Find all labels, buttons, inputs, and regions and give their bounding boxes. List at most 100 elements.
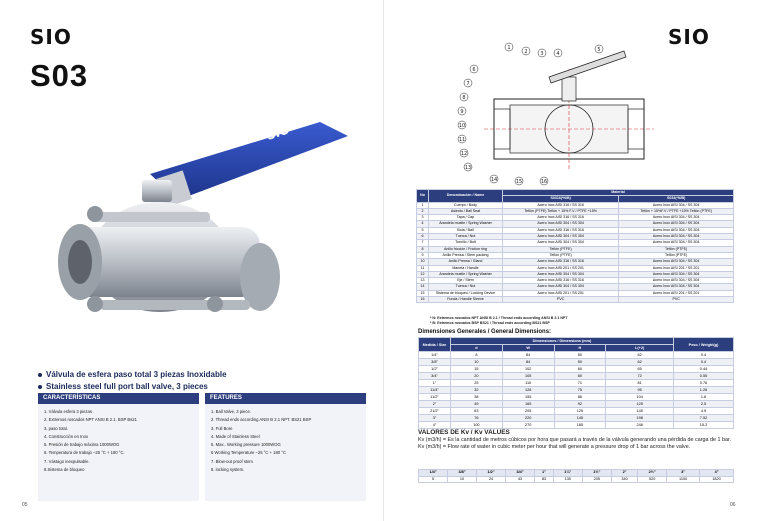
features-es-panel: CARACTERÍSTICAS 1. Válvula esfera 3 piez… bbox=[38, 393, 199, 501]
dim-cell: 10 bbox=[450, 358, 503, 366]
mat-cell-316: Acero Inox AISI 304 / SS 304 bbox=[501, 233, 620, 241]
dim-cell: 21/2" bbox=[418, 407, 451, 415]
mat-cell-304: Acero Inox AISI 304 / SS 304 bbox=[618, 220, 734, 228]
mat-cell-304: Acero Inox AISI 304 / SS 304 bbox=[618, 258, 734, 266]
callout-number: 12 bbox=[461, 151, 467, 157]
feature-en-item: 4. Made of Stainless Steel bbox=[211, 433, 260, 439]
mat-cell-316: Acero Inox AISI 304 / SS 304 bbox=[501, 270, 620, 279]
dim-cell: 110 bbox=[501, 379, 555, 387]
dim-cell: 49 bbox=[450, 400, 503, 408]
dim-cell: 0.44 bbox=[673, 365, 734, 373]
callout-circle bbox=[459, 148, 469, 158]
mat-cell-no: 16 bbox=[416, 296, 429, 304]
dim-cell: 0.76 bbox=[673, 379, 734, 387]
kv-desc-en: Kv (m3/h) = Flow rate of water in cubic … bbox=[418, 443, 691, 450]
bullet-en: Stainless steel full port ball valve, 3 … bbox=[38, 381, 227, 393]
callout-number: 13 bbox=[465, 165, 471, 171]
kv-desc-es: Kv (m3/h) = Es la cantidad de metros cúb… bbox=[418, 437, 731, 443]
dim-cell: 1.6 bbox=[673, 393, 734, 401]
dim-cell: 205 bbox=[501, 407, 555, 415]
mat-cell-316: Acero Inox AISI 316 / SS 316 bbox=[501, 258, 620, 266]
feature-es-item: 4. Construcción en Inox bbox=[44, 433, 88, 439]
mat-cell-316: Acero Inox AISI 201 / SS 201 bbox=[501, 289, 620, 298]
callout-circle bbox=[594, 44, 604, 54]
feature-en-item: 5. Max.. Working pressure 1000WOG bbox=[211, 442, 281, 448]
callout-circle bbox=[457, 120, 467, 130]
dim-cell: 126 bbox=[501, 386, 555, 394]
callout-circle bbox=[489, 174, 499, 184]
feature-en-item: 3. Full Bore bbox=[211, 425, 233, 431]
product-bullets: Válvula de esfera paso total 3 piezas In… bbox=[38, 369, 227, 393]
mat-header-name: Denominación / Name bbox=[428, 189, 503, 203]
kv-title: VALORES DE Kv / Kv VALUES bbox=[418, 429, 510, 436]
callout-circle bbox=[463, 162, 473, 172]
kv-value-cell: 43 bbox=[505, 475, 536, 483]
callout-circle bbox=[521, 46, 531, 56]
mat-cell-name: Arandela muelle / Spring Washer bbox=[428, 270, 503, 279]
dim-cell: 15.2 bbox=[673, 421, 734, 429]
callout-circle bbox=[459, 92, 469, 102]
mat-header-no: No bbox=[416, 189, 429, 203]
features-en-title: FEATURES bbox=[205, 393, 366, 404]
mat-cell-304: Acero Inox AISI 304 / SS 304 bbox=[618, 283, 734, 291]
mat-cell-304: Acero Inox AISI 304 / SS 304 bbox=[618, 201, 734, 209]
page-number-right: 06 bbox=[730, 502, 736, 508]
features-es-title: CARACTERÍSTICAS bbox=[38, 393, 199, 404]
callout-number: 14 bbox=[491, 177, 497, 183]
handle-logo: SIO bbox=[265, 122, 291, 143]
callout-circle bbox=[457, 106, 467, 116]
callout-number: 10 bbox=[459, 123, 465, 129]
mat-cell-304: Acero Inox AISI 304 / SS 304 bbox=[618, 277, 734, 285]
dim-cell: 105 bbox=[501, 372, 555, 380]
dim-cell: 246 bbox=[605, 421, 674, 429]
mat-cell-304: Teflón (PTFE) bbox=[618, 251, 734, 260]
callout-number: 4 bbox=[556, 51, 559, 57]
dim-cell: 72 bbox=[605, 372, 674, 380]
dim-cell: 0.4 bbox=[673, 351, 734, 359]
callout-circle bbox=[537, 48, 547, 58]
dim-col-header: L(+2) bbox=[605, 344, 674, 352]
dim-col-header: W bbox=[501, 344, 555, 352]
mat-cell-316: Acero Inox AISI 316 / SS 316 bbox=[501, 226, 620, 235]
mat-cell-316: Acero Inox AISI 304 / SS 304 bbox=[501, 220, 620, 228]
mat-cell-304: Acero Inox AISI 201 / SS 201 bbox=[618, 289, 734, 298]
kv-value-cell: 130 bbox=[552, 475, 583, 483]
dim-cell: 15 bbox=[450, 365, 503, 373]
dim-cell: 155 bbox=[501, 393, 555, 401]
dim-cell: 220 bbox=[501, 414, 555, 422]
brand-logo: SIO bbox=[30, 25, 72, 49]
mat-cell-304: Acero Inox AISI 304 / SS 304 bbox=[618, 233, 734, 241]
dim-cell: 100 bbox=[450, 421, 503, 429]
dim-cell: 7.52 bbox=[673, 414, 734, 422]
kv-value-cell: 83 bbox=[534, 475, 554, 483]
mat-cell-316: Acero Inox AISI 201 / SS 201 bbox=[501, 264, 620, 272]
note-npt: * N: Extremos roscados NPT ANSI B 2.1 / … bbox=[430, 316, 568, 320]
dim-cell: 2.5 bbox=[673, 400, 734, 408]
mat-cell-304: PVC bbox=[618, 296, 734, 304]
dim-cell: 60 bbox=[553, 365, 607, 373]
mat-cell-316: PVC bbox=[501, 296, 620, 304]
dim-cell: 20 bbox=[450, 372, 503, 380]
dim-header-group: Dimensiones / Dimensions (mm) bbox=[450, 337, 674, 345]
dim-header-size: Medida / Size bbox=[418, 337, 451, 352]
note-bsp: * B: Extremos roscados BSP BS21 / Thread… bbox=[430, 321, 550, 325]
callout-circle bbox=[457, 134, 467, 144]
mat-header-grade-304: S034(*N/B) bbox=[618, 195, 734, 203]
callout-circle bbox=[504, 42, 514, 52]
mat-cell-304: Acero Inox AISI 304 / SS 304 bbox=[618, 226, 734, 235]
dim-cell: 92 bbox=[553, 400, 607, 408]
kv-value-cell: 1100 bbox=[666, 475, 701, 483]
mat-cell-316: Acero Inox AISI 304 / SS 304 bbox=[501, 283, 620, 291]
callout-circle bbox=[539, 176, 549, 186]
features-en-panel: FEATURES 1. Ball Valve, 3 piece.2. Threa… bbox=[205, 393, 366, 501]
